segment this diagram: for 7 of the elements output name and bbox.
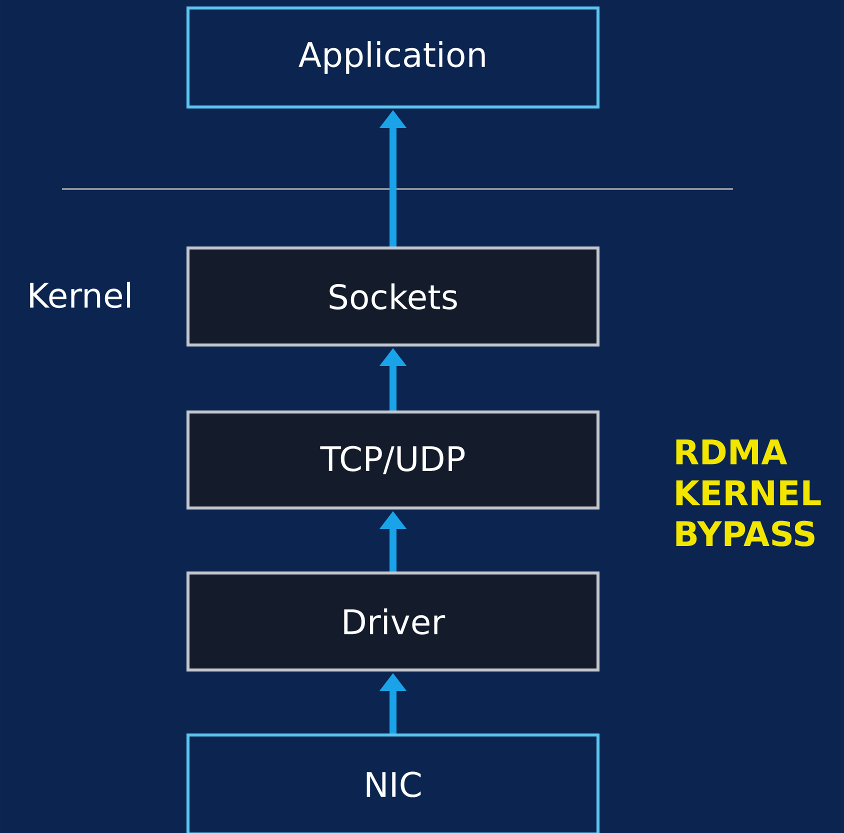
layer-box: Application <box>186 6 600 108</box>
layer-box: TCP/UDP <box>186 410 600 510</box>
layer-box: NIC <box>186 733 600 833</box>
layer-box: Driver <box>186 571 600 672</box>
layer-label: Kernel <box>30 282 130 308</box>
side-note: RDMA KERNEL BYPASS <box>676 440 821 546</box>
layer-box: Sockets <box>186 246 600 346</box>
